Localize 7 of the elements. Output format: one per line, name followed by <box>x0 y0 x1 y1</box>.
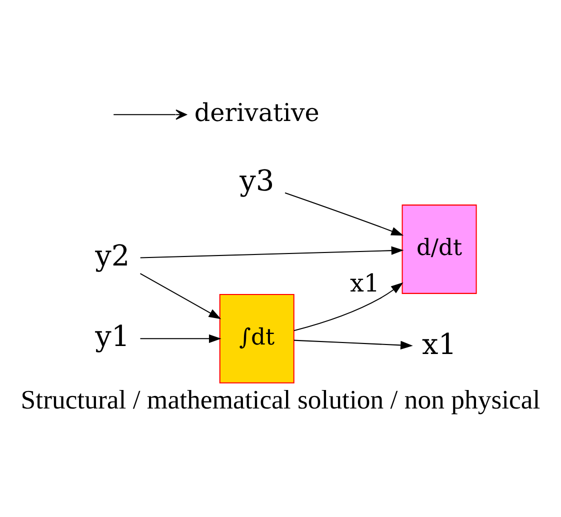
node-text: y1 <box>95 318 130 353</box>
edge-label: x1 <box>350 268 380 298</box>
node-text: derivative <box>194 98 320 127</box>
node-text: y2 <box>95 238 130 273</box>
node-text: x1 <box>422 326 457 361</box>
caption: Structural / mathematical solution / non physical <box>20 384 540 414</box>
node-text: y3 <box>240 164 274 198</box>
